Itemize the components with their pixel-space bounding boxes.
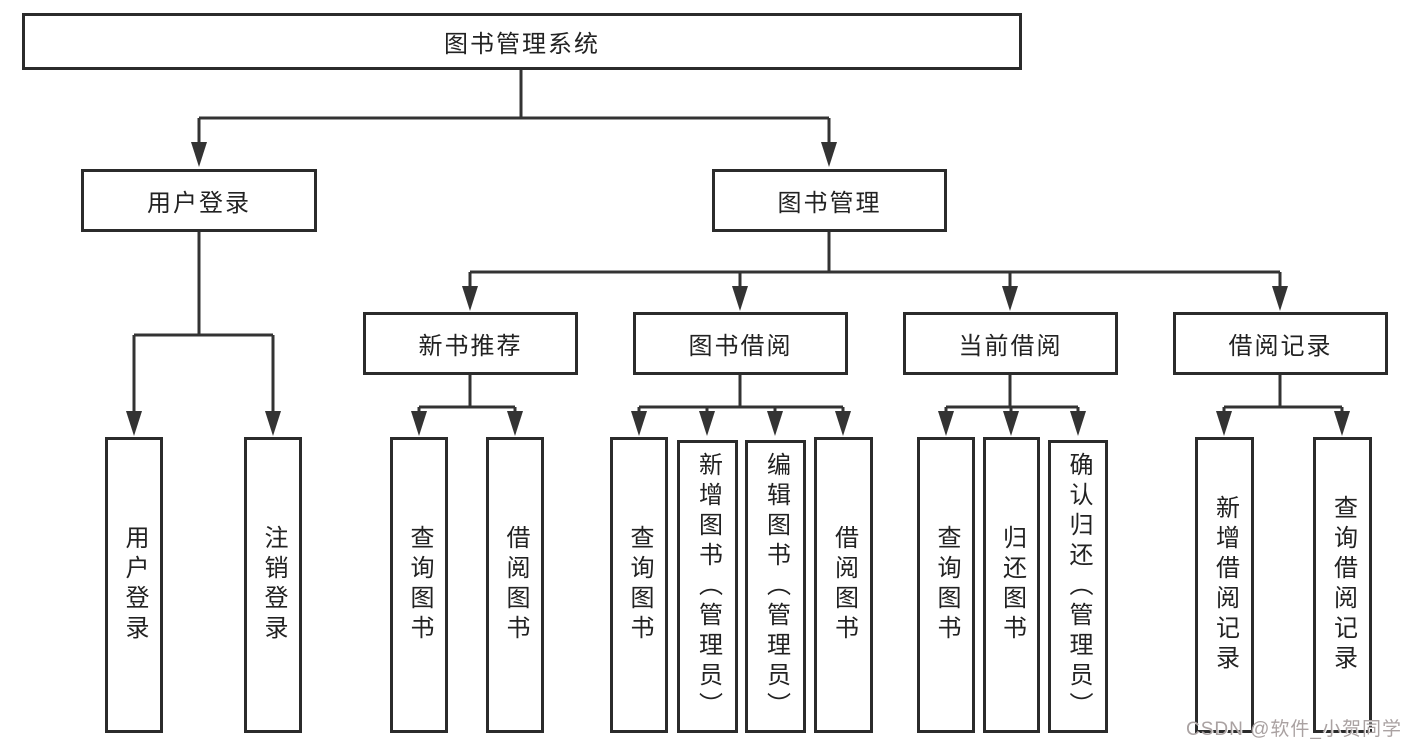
connector-current-borrowing-to-leaves <box>938 375 1086 436</box>
connector-root-to-level2 <box>191 70 837 167</box>
leaf-return-books: 归还图书 <box>983 437 1040 733</box>
leaf-query-books-current: 查询图书 <box>917 437 975 733</box>
leaf-add-books-admin: 新增图书（管理员） <box>677 440 738 733</box>
leaf-borrow-books: 借阅图书 <box>814 437 873 733</box>
node-book-management: 图书管理 <box>712 169 947 232</box>
node-user-login: 用户登录 <box>81 169 317 232</box>
connector-new-book-recommend-to-leaves <box>411 375 523 436</box>
leaf-confirm-return-admin: 确认归还（管理员） <box>1048 440 1108 733</box>
leaf-logout-login: 注销登录 <box>244 437 302 733</box>
node-borrowing-records: 借阅记录 <box>1173 312 1388 375</box>
leaf-query-books-borrowing: 查询图书 <box>610 437 668 733</box>
connector-user-login-to-leaves <box>126 232 281 436</box>
leaf-edit-books-admin: 编辑图书（管理员） <box>745 440 806 733</box>
leaf-borrow-books-recommend: 借阅图书 <box>486 437 544 733</box>
connector-book-management-to-level3 <box>462 232 1288 311</box>
csdn-watermark: CSDN @软件_小贺同学 <box>1186 719 1402 740</box>
leaf-query-books-recommend: 查询图书 <box>390 437 448 733</box>
connector-borrowing-records-to-leaves <box>1216 375 1350 436</box>
leaf-add-borrow-record: 新增借阅记录 <box>1195 437 1254 733</box>
leaf-user-login: 用户登录 <box>105 437 163 733</box>
node-new-book-recommend: 新书推荐 <box>363 312 578 375</box>
leaf-query-borrow-record: 查询借阅记录 <box>1313 437 1372 733</box>
connector-book-borrowing-to-leaves <box>631 375 851 436</box>
node-current-borrowing: 当前借阅 <box>903 312 1118 375</box>
node-book-borrowing: 图书借阅 <box>633 312 848 375</box>
node-root: 图书管理系统 <box>22 13 1022 70</box>
